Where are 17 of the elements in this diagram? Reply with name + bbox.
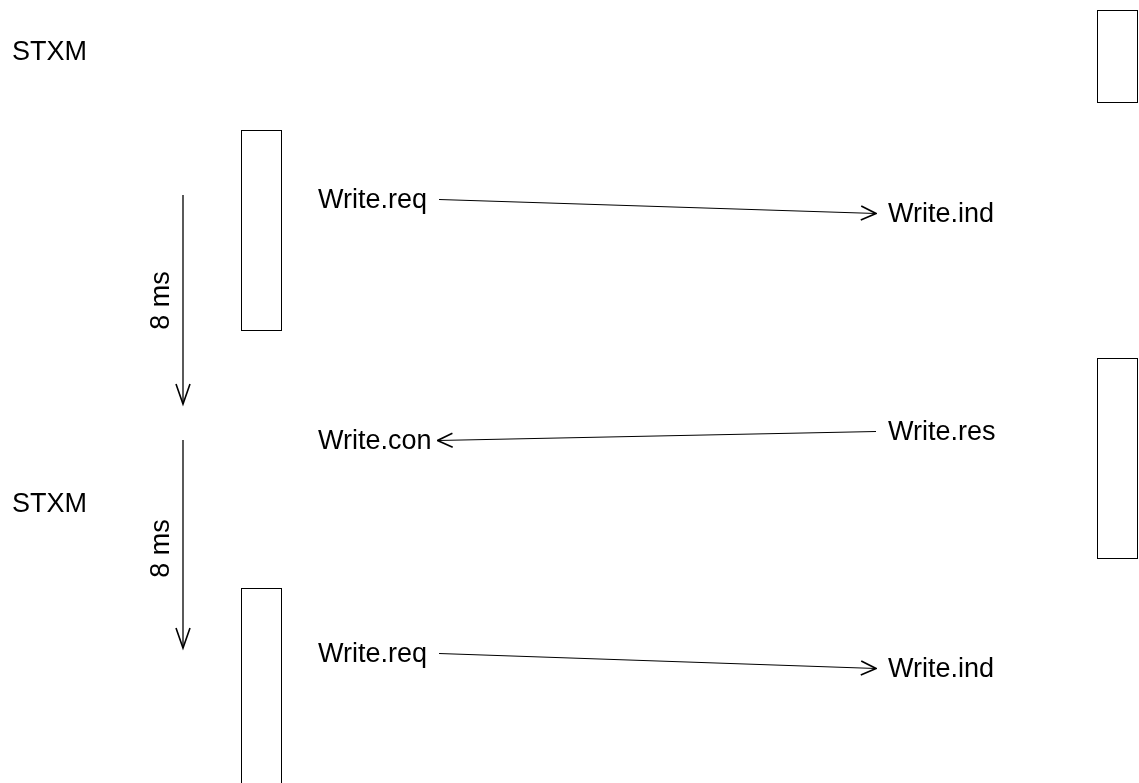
activation-bar (241, 588, 282, 783)
message-label: Write.ind (888, 200, 995, 227)
message-arrow (438, 653, 877, 676)
activation-bar (1097, 358, 1138, 559)
message-label: Write.ind (888, 655, 995, 682)
activation-bar (241, 130, 282, 331)
duration-label: 8 ms (146, 518, 174, 578)
message-label: Write.res (888, 418, 996, 445)
message-label: Write.req (318, 640, 428, 667)
station-label: STXM (12, 38, 87, 65)
message-arrow (438, 199, 877, 221)
station-label: STXM (12, 490, 87, 517)
duration-label: 8 ms (146, 270, 174, 330)
message-arrow (436, 431, 877, 448)
activation-bar (1097, 10, 1138, 103)
message-label: Write.con (318, 427, 432, 454)
message-label: Write.req (318, 186, 428, 213)
